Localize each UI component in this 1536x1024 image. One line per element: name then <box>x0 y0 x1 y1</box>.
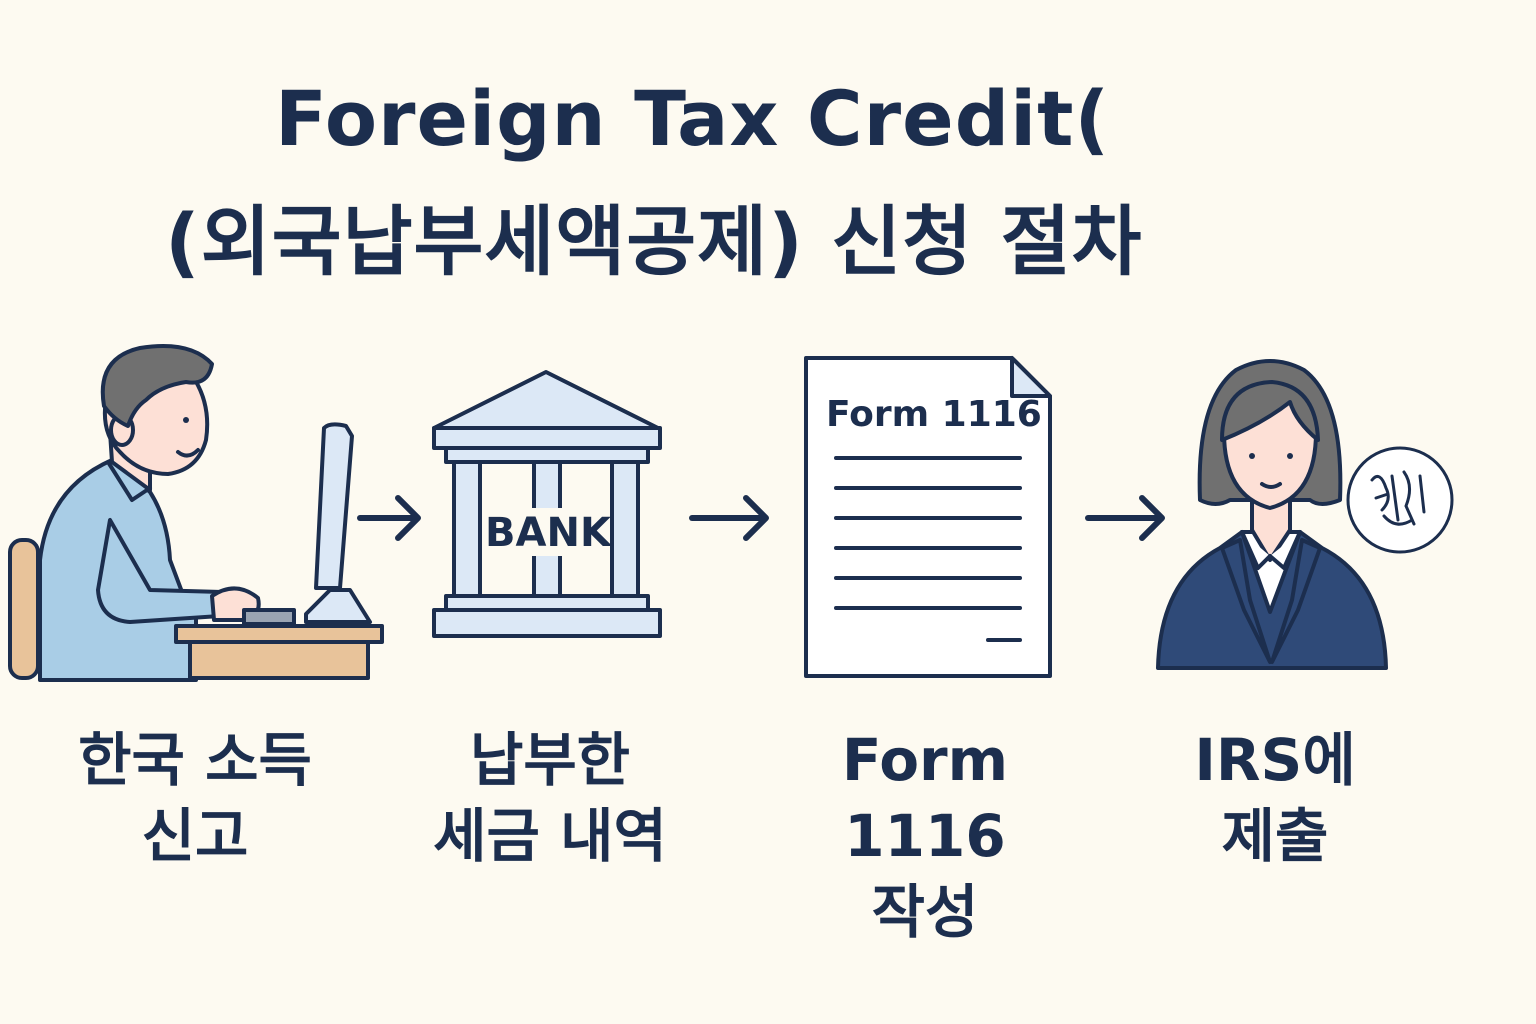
step-3-caption-line-1: Form <box>841 726 1009 794</box>
arrow-right-icon <box>357 495 421 541</box>
irs-seal-icon <box>1346 446 1454 554</box>
arrow-right-icon <box>689 495 769 541</box>
step-3-caption-line-3: 작성 <box>871 878 979 946</box>
step-2-caption-line-1: 납부한 <box>469 726 631 794</box>
page-title-line-2: (외국납부세액공제) 신청 절차 <box>165 197 1143 286</box>
step-1-caption-line-2: 신고 <box>141 802 249 870</box>
arrow-right-icon <box>1085 495 1165 541</box>
step-4-caption-line-1: IRS에 <box>1194 726 1356 794</box>
step-1-caption-line-1: 한국 소득 <box>78 726 312 794</box>
step-3-caption: Form 1116 작성 <box>775 722 1075 950</box>
irs-officer-icon <box>1156 359 1388 670</box>
step-4-caption: IRS에 제출 <box>1125 722 1425 874</box>
bank-building-icon <box>432 370 662 638</box>
person-at-computer-icon <box>8 344 384 682</box>
bank-sign-text: BANK <box>485 510 613 556</box>
step-1-caption: 한국 소득 신고 <box>40 722 350 874</box>
page-title-line-1: Foreign Tax Credit( <box>275 74 1111 163</box>
step-2-caption-line-2: 세금 내역 <box>433 802 667 870</box>
step-3-caption-line-2: 1116 <box>844 802 1006 870</box>
form-document-title: Form 1116 <box>826 394 1042 435</box>
form-document-icon <box>804 356 1052 678</box>
step-2-caption: 납부한 세금 내역 <box>400 722 700 874</box>
step-4-caption-line-2: 제출 <box>1221 802 1329 870</box>
